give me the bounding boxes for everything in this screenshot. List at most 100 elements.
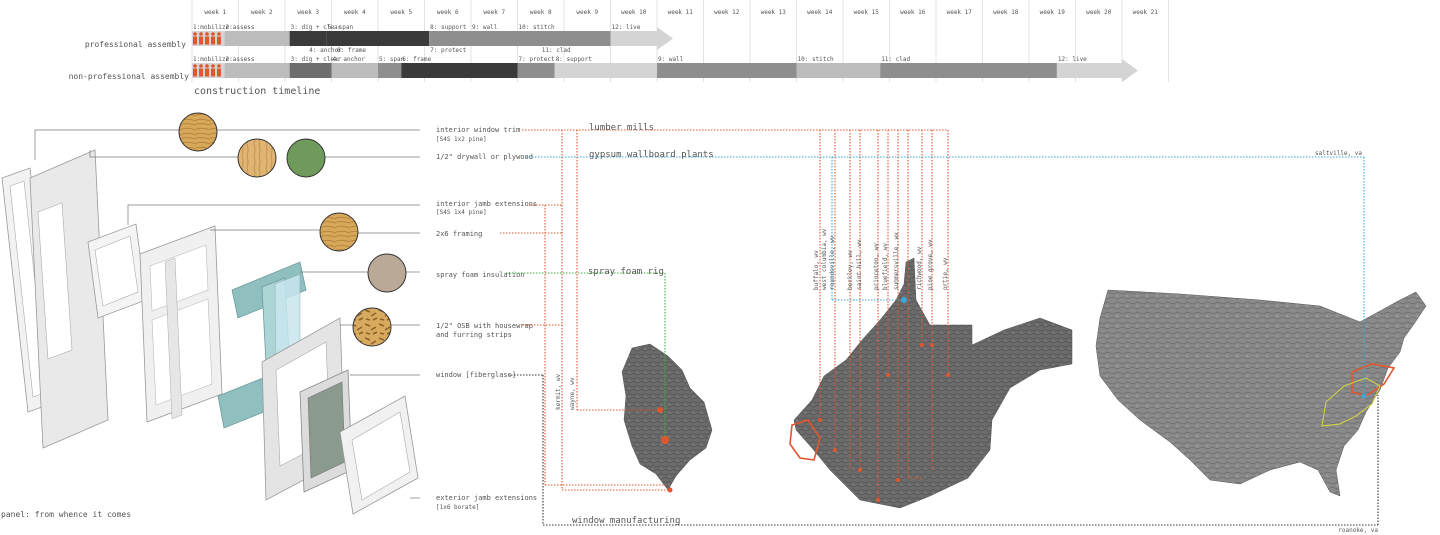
component-label: 2x6 framing: [436, 230, 482, 238]
component-sublabel: and furring strips: [436, 331, 512, 339]
map-outline-county: [789, 419, 821, 461]
timeline-phase-arrow: [610, 27, 673, 50]
drywall-layer: [29, 149, 109, 449]
wood-sample-swatch: [319, 212, 359, 252]
timeline-phase-label: 1:mobilize: [193, 24, 230, 31]
timeline-phase-bar: [880, 63, 1057, 78]
timeline-phase-label: 5: span: [328, 24, 354, 31]
week-label: week 11: [668, 9, 694, 16]
timeline-row-labels: professional assembly non-professional a…: [69, 40, 190, 81]
timeline-phase-label: 4: anchor: [309, 47, 342, 54]
week-label: week 21: [1133, 9, 1159, 16]
panel-caption: panel: from whence it comes: [1, 510, 131, 519]
timeline-phase-bar: [429, 31, 471, 46]
place-label-richwood: richwood, wv: [916, 246, 923, 290]
place-label-bluefield: bluefield, wv: [882, 243, 889, 290]
timeline-phase-label: 8: support: [430, 24, 467, 31]
timeline-phase-label: 10: stitch: [798, 56, 835, 63]
timeline-phase-label: 8: support: [556, 56, 593, 63]
place-label-princeton: princeton, wv: [873, 243, 880, 290]
timeline-phase-label: 2:assess: [226, 24, 255, 31]
timeline-phase-label: 3: dig + clear: [291, 24, 342, 31]
week-label: week 6: [437, 9, 459, 16]
place-label-pine-grove: pine grove, wv: [927, 239, 934, 290]
timeline-phase-bar: [517, 63, 555, 78]
week-label: week 16: [900, 9, 926, 16]
week-label: week 9: [576, 9, 598, 16]
component-label: spray foam insulation: [436, 271, 525, 279]
week-label: week 13: [761, 9, 787, 16]
timeline-phase-bar: [471, 31, 518, 46]
timeline-phase-arrow: [1056, 59, 1138, 82]
component-label: 1/2" drywall or plywood: [436, 153, 533, 161]
source-maps: [621, 257, 1427, 509]
timeline-phase-bar: [401, 63, 518, 78]
component-sublabel: [1x6 borate]: [436, 504, 479, 511]
timeline-phase-bar: [796, 63, 881, 78]
people-icon: [193, 32, 221, 45]
component-labels: interior window trim [S4S 1x2 pine] 1/2"…: [436, 126, 537, 511]
map-west-virginia: [793, 257, 1073, 509]
plywood-sample-swatch: [286, 138, 326, 178]
place-label-roundsville: roundsville, wv: [829, 235, 836, 290]
wood-sample-swatch: [237, 138, 277, 178]
week-label: week 4: [344, 9, 366, 16]
place-label-wayne: wayne, wv: [569, 377, 576, 410]
foam-supply-lines: [506, 272, 666, 440]
saltville-label: saltville, va: [1315, 150, 1362, 157]
component-label: exterior jamb extensions: [436, 494, 537, 502]
week-label: week 3: [297, 9, 319, 16]
component-label: interior window trim: [436, 126, 520, 134]
week-label: week 8: [530, 9, 552, 16]
lumber-mills-label: lumber mills: [589, 123, 654, 133]
week-label: week 1: [204, 9, 226, 16]
timeline-phase-bar: [289, 63, 332, 78]
timeline-phase-label: 11: clad: [881, 56, 910, 63]
place-label-west-columbia: west columbia, wv: [821, 228, 828, 290]
place-label-summersville: summersville, wv: [893, 232, 900, 290]
row-label-professional: professional assembly: [85, 40, 186, 49]
week-label: week 20: [1086, 9, 1112, 16]
timeline-phase-bar: [657, 63, 797, 78]
timeline-caption: construction timeline: [194, 86, 320, 97]
component-sublabel: [S4S 1x2 pine]: [436, 136, 487, 143]
window-layer: [299, 369, 353, 493]
component-label: 1/2" OSB with housewrap: [436, 322, 533, 330]
timeline-phase-label: 2:assess: [226, 56, 255, 63]
timeline-phase-label: 7: protect: [430, 47, 467, 54]
timeline-phase-bar: [517, 31, 611, 46]
timeline-phase-bar: [224, 63, 290, 78]
timeline-phase-label: 1:mobilize: [193, 56, 230, 63]
week-label: week 10: [621, 9, 647, 16]
source-labels: lumber mills gypsum wallboard plants spr…: [555, 123, 1378, 534]
lumber-supply-lines: [500, 129, 949, 500]
timeline-phase-label: 3: dig + clear: [291, 56, 342, 63]
timeline-phase-bar: [554, 63, 657, 78]
gypsum-plants-label: gypsum wallboard plants: [589, 150, 714, 160]
spray-foam-rig-label: spray foam rig: [588, 267, 664, 277]
timeline-phase-label: 9: wall: [472, 24, 498, 31]
timeline-phase-label: 11: clad: [542, 47, 571, 54]
foam-sample-swatch: [367, 253, 407, 293]
place-label-kermit: kermit, wv: [555, 373, 562, 410]
exterior-jamb-layer: [339, 395, 419, 515]
timeline-phase-label: 6: frame: [402, 56, 431, 63]
map-united-states: [1095, 289, 1427, 497]
component-label: window [fiberglass]: [436, 371, 516, 379]
supply-chain-lines: [500, 129, 1379, 526]
week-label: week 5: [390, 9, 412, 16]
people-icon: [193, 64, 221, 77]
map-outline-west-virginia: [1351, 363, 1396, 397]
week-label: week 12: [714, 9, 740, 16]
timeline-phase-label: 7: protect: [519, 56, 556, 63]
roanoke-label: roanoke, va: [1338, 527, 1378, 534]
timeline-phase-label: 6: frame: [337, 47, 366, 54]
week-label: week 2: [251, 9, 273, 16]
week-label: week 17: [947, 9, 973, 16]
week-label: week 18: [993, 9, 1019, 16]
interior-jamb-layer: [87, 223, 147, 319]
framing-layer: [139, 225, 223, 423]
row-label-non-professional: non-professional assembly: [69, 72, 190, 81]
